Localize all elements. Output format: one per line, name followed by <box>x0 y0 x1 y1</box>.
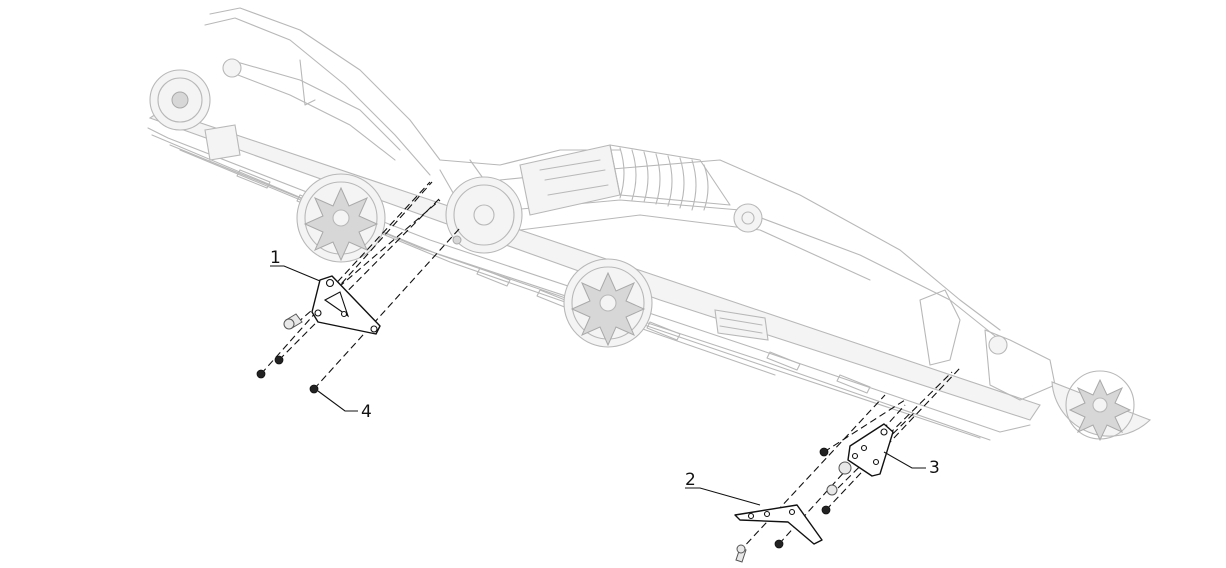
callout-label-1: 1 <box>270 248 281 268</box>
assembly-lines <box>260 181 961 553</box>
callout-1: 1 <box>270 248 321 282</box>
skid-frame-background <box>147 7 1056 441</box>
bracket-part-1 <box>311 275 381 335</box>
callout-3: 3 <box>883 451 940 478</box>
bracket-3-fasteners <box>819 447 852 496</box>
callout-label-2: 2 <box>685 470 696 490</box>
bracket-part-2 <box>734 504 823 545</box>
callout-label-3: 3 <box>929 458 940 478</box>
callout-2: 2 <box>685 470 761 506</box>
callout-label-4: 4 <box>361 402 372 422</box>
bracket-part-3 <box>847 423 894 477</box>
idler-wheels <box>149 58 1152 442</box>
shock-absorber <box>519 144 731 216</box>
bracket-1-fasteners <box>256 235 462 394</box>
callout-4: 4 <box>317 390 372 422</box>
bracket-2-fasteners <box>735 505 831 563</box>
